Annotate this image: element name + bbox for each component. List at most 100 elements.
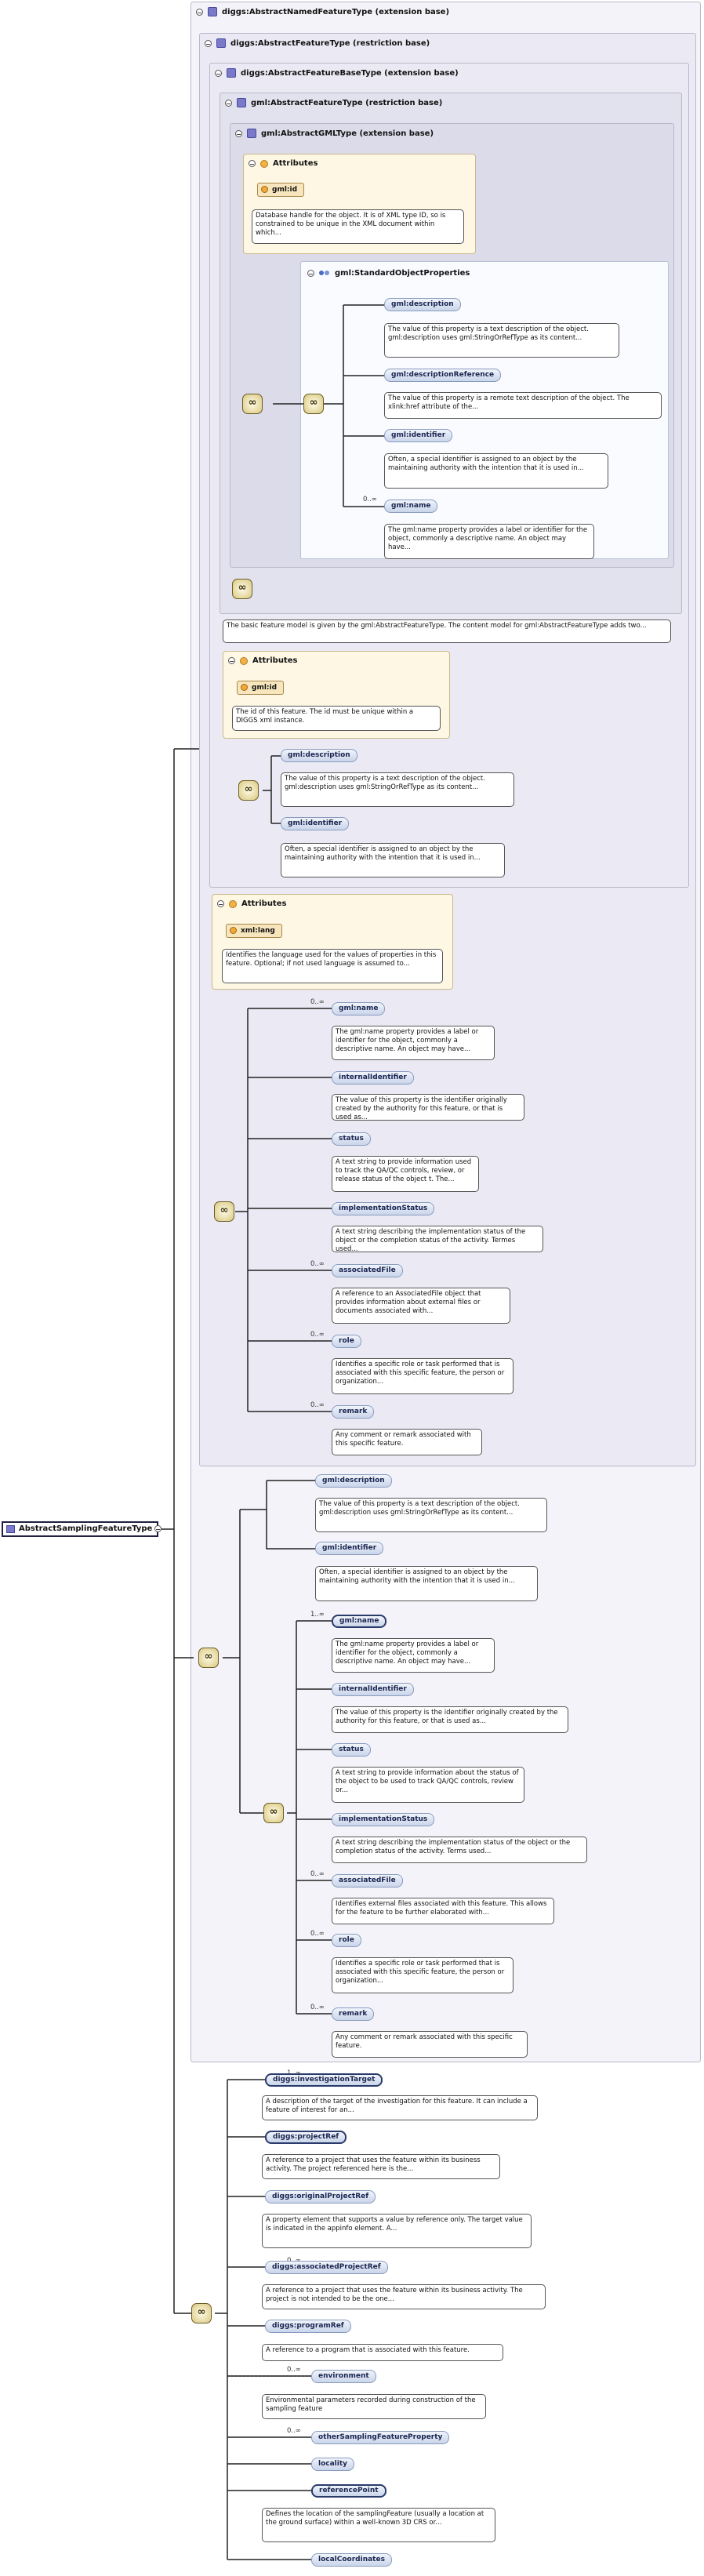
sop-item-gml-description-desc: The value of this property is a text des… [384,323,619,358]
collapse-toggle-icon[interactable]: − [217,900,224,908]
named-item-gml-description-desc: The value of this property is a text des… [315,1498,547,1532]
cardinality: 0..∞ [287,2366,301,2374]
sampling-item-associated-project-ref[interactable]: diggs:associatedProjectRef [265,2261,388,2274]
attributes-icon [240,656,248,665]
xml-lang-description: Identifies the language used for the val… [222,949,443,983]
named-feature-type-header[interactable]: − diggs:AbstractNamedFeatureType (extensi… [196,5,449,18]
sampling-item-original-project-ref-desc: A property element that supports a value… [262,2214,532,2248]
xml-lang-attribute[interactable]: xml:lang [226,924,282,938]
sampling-item-investigation-target[interactable]: diggs:investigationTarget [265,2073,383,2087]
named-feature-type-label: diggs:AbstractNamedFeatureType (extensio… [222,7,450,16]
named-item-associated-file-desc: Identifies external files associated wit… [332,1898,554,1924]
sop-item-gml-identifier[interactable]: gml:identifier [384,429,453,442]
feature-item-internal-identifier[interactable]: internalIdentifier [332,1071,414,1085]
feature-base-type-header[interactable]: −diggs:AbstractFeatureBaseType (extensio… [215,67,459,79]
abstract-sampling-feature-type[interactable]: AbstractSamplingFeatureType [2,1521,159,1537]
sampling-item-program-ref-desc: A reference to a program that is associa… [262,2344,503,2361]
sampling-item-reference-point[interactable]: referencePoint [311,2484,386,2498]
base-gml-id-description: The id of this feature. The id must be u… [232,706,441,731]
gml-type-header[interactable]: −gml:AbstractGMLType (extension base) [235,127,434,140]
feature-type-header[interactable]: − diggs:AbstractFeatureType (restriction … [205,37,430,49]
attributes-header[interactable]: −Attributes [249,159,318,168]
attributes-header[interactable]: − Attributes [228,656,297,665]
named-item-gml-identifier[interactable]: gml:identifier [315,1542,384,1555]
attributes-header[interactable]: −Attributes [217,899,286,908]
feature-item-associated-file[interactable]: associatedFile [332,1264,403,1277]
feature-item-gml-name[interactable]: gml:name [332,1002,386,1016]
base-item-gml-description[interactable]: gml:description [281,749,357,762]
sequence-compositor-icon[interactable] [242,394,263,414]
base-item-gml-identifier-desc: Often, a special identifier is assigned … [281,843,505,877]
collapse-toggle-icon[interactable]: − [235,129,242,138]
sequence-compositor-icon[interactable] [198,1648,219,1668]
collapse-toggle-icon[interactable]: − [228,657,235,665]
complex-type-icon [208,7,217,16]
cardinality: 0..∞ [310,1331,325,1339]
sampling-item-other-sampling-feature-property[interactable]: otherSamplingFeatureProperty [311,2431,450,2444]
sop-item-gml-description-reference[interactable]: gml:descriptionReference [384,369,502,382]
gml-id-attribute[interactable]: gml:id [257,183,305,197]
collapse-toggle-icon[interactable]: − [196,8,203,16]
sampling-item-program-ref[interactable]: diggs:programRef [265,2320,351,2333]
feature-item-implementation-status[interactable]: implementationStatus [332,1202,435,1215]
named-item-gml-name[interactable]: gml:name [332,1615,387,1628]
sampling-item-locality[interactable]: locality [311,2458,355,2471]
collapse-toggle-icon[interactable]: − [307,269,314,278]
feature-item-role[interactable]: role [332,1335,361,1348]
cardinality: 0..∞ [310,998,325,1006]
standard-object-properties-header[interactable]: − gml:StandardObjectProperties [307,267,470,279]
feature-item-internal-identifier-desc: The value of this property is the identi… [332,1094,524,1121]
named-item-gml-name-desc: The gml:name property provides a label o… [332,1638,495,1673]
gml-id-description: Database handle for the object. It is of… [252,209,464,244]
named-item-implementation-status[interactable]: implementationStatus [332,1813,435,1826]
named-item-status-desc: A text string to provide information abo… [332,1767,524,1803]
base-item-gml-description-desc: The value of this property is a text des… [281,772,514,807]
named-item-internal-identifier-desc: The value of this property is the identi… [332,1706,568,1733]
attributes-icon [260,159,268,168]
attributes-title: Attributes [252,656,298,665]
collapse-toggle-icon[interactable]: − [205,39,212,48]
named-item-gml-identifier-desc: Often, a special identifier is assigned … [315,1566,538,1601]
sampling-item-environment-desc: Environmental parameters recorded during… [262,2394,486,2419]
sampling-item-original-project-ref[interactable]: diggs:originalProjectRef [265,2190,376,2204]
base-gml-id-attribute[interactable]: gml:id [237,681,285,695]
base-item-gml-identifier[interactable]: gml:identifier [281,817,350,830]
standard-object-properties-title: gml:StandardObjectProperties [335,268,470,278]
sequence-compositor-icon[interactable] [263,1803,284,1823]
named-item-internal-identifier[interactable]: internalIdentifier [332,1683,414,1696]
sampling-item-local-coordinates[interactable]: localCoordinates [311,2553,392,2567]
gml-feature-type-header[interactable]: −gml:AbstractFeatureType (restriction ba… [225,96,442,109]
sequence-compositor-icon[interactable] [303,394,324,414]
sequence-compositor-icon[interactable] [238,780,259,801]
feature-item-remark-desc: Any comment or remark associated with th… [332,1429,482,1455]
collapse-toggle-icon[interactable]: − [249,160,256,168]
feature-type-label: diggs:AbstractFeatureType (restriction b… [230,38,430,48]
named-item-remark[interactable]: remark [332,2007,375,2021]
cardinality: 1..∞ [310,1611,325,1619]
named-item-implementation-status-desc: A text string describing the implementat… [332,1837,587,1863]
sampling-item-project-ref-desc: A reference to a project that uses the f… [262,2154,500,2179]
named-item-remark-desc: Any comment or remark associated with th… [332,2031,528,2058]
collapse-toggle-icon[interactable]: − [215,69,222,78]
sop-item-gml-name[interactable]: gml:name [384,500,438,513]
sampling-item-environment[interactable]: environment [311,2370,376,2383]
attributes-icon [229,899,237,908]
feature-item-status[interactable]: status [332,1132,371,1146]
sop-item-gml-description[interactable]: gml:description [384,298,461,311]
complex-type-icon [237,98,246,107]
cardinality: 0..∞ [310,1401,325,1409]
sampling-item-project-ref[interactable]: diggs:projectRef [265,2131,347,2144]
feature-note: The basic feature model is given by the … [223,619,671,643]
named-item-status[interactable]: status [332,1743,371,1757]
cardinality: 0..∞ [310,1870,325,1878]
sequence-compositor-icon[interactable] [191,2303,212,2323]
expand-toggle-icon[interactable]: − [154,1525,161,1533]
sequence-compositor-icon[interactable] [232,579,252,599]
collapse-toggle-icon[interactable]: − [225,99,232,107]
named-item-role[interactable]: role [332,1934,361,1947]
named-item-gml-description[interactable]: gml:description [315,1474,392,1488]
named-item-associated-file[interactable]: associatedFile [332,1874,403,1887]
feature-item-remark[interactable]: remark [332,1405,375,1419]
sequence-compositor-icon[interactable] [214,1201,234,1222]
